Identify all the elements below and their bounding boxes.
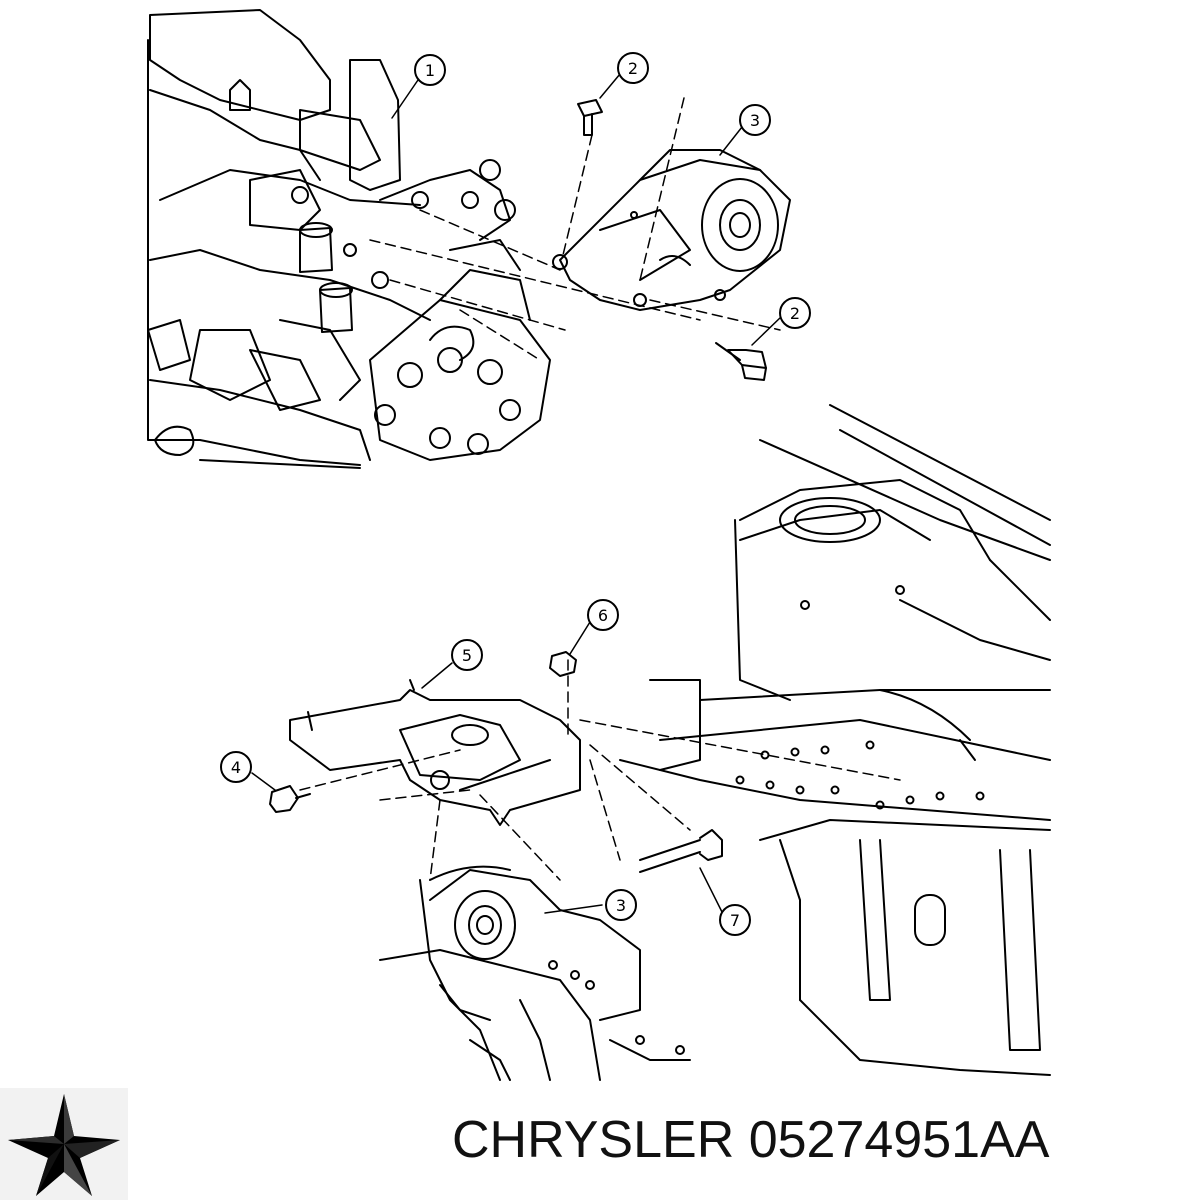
bracket — [289, 679, 581, 826]
body-frame — [619, 404, 1051, 1076]
long-bolt — [639, 829, 723, 873]
callout-label: 6 — [598, 606, 608, 625]
leader-lines — [251, 73, 783, 914]
bolt-top — [577, 99, 603, 136]
callout-2-lower: 2 — [779, 297, 811, 329]
callout-3-bottom: 3 — [605, 889, 637, 921]
part-number: 05274951AA — [748, 1111, 1050, 1169]
callout-4: 4 — [220, 751, 252, 783]
bolt-item-4 — [269, 785, 311, 813]
callout-label: 3 — [616, 896, 626, 915]
callout-1: 1 — [414, 54, 446, 86]
callout-label: 2 — [790, 304, 800, 323]
alignment-lines-top — [369, 97, 781, 361]
callout-label: 7 — [730, 911, 740, 930]
bolt-lower — [715, 342, 767, 381]
callout-label: 5 — [462, 646, 472, 665]
callout-label: 3 — [750, 111, 760, 130]
transmission-assembly — [147, 9, 551, 469]
callout-7: 7 — [719, 904, 751, 936]
callout-label: 1 — [425, 61, 435, 80]
callout-5: 5 — [451, 639, 483, 671]
callout-2-top: 2 — [617, 52, 649, 84]
part-caption: CHRYSLER 05274951AA — [452, 1110, 1192, 1180]
callout-label: 4 — [231, 758, 241, 777]
callout-3-top: 3 — [739, 104, 771, 136]
callout-6: 6 — [587, 599, 619, 631]
chrysler-pentastar-icon — [0, 1088, 128, 1200]
callouts: 1 2 2 3 6 5 4 3 — [220, 52, 811, 936]
mount-bottom — [379, 865, 691, 1081]
mount-top — [552, 149, 791, 311]
brand-name: CHRYSLER — [452, 1111, 735, 1169]
callout-label: 2 — [628, 59, 638, 78]
nut — [549, 651, 577, 677]
alignment-lines-bottom — [299, 659, 901, 881]
